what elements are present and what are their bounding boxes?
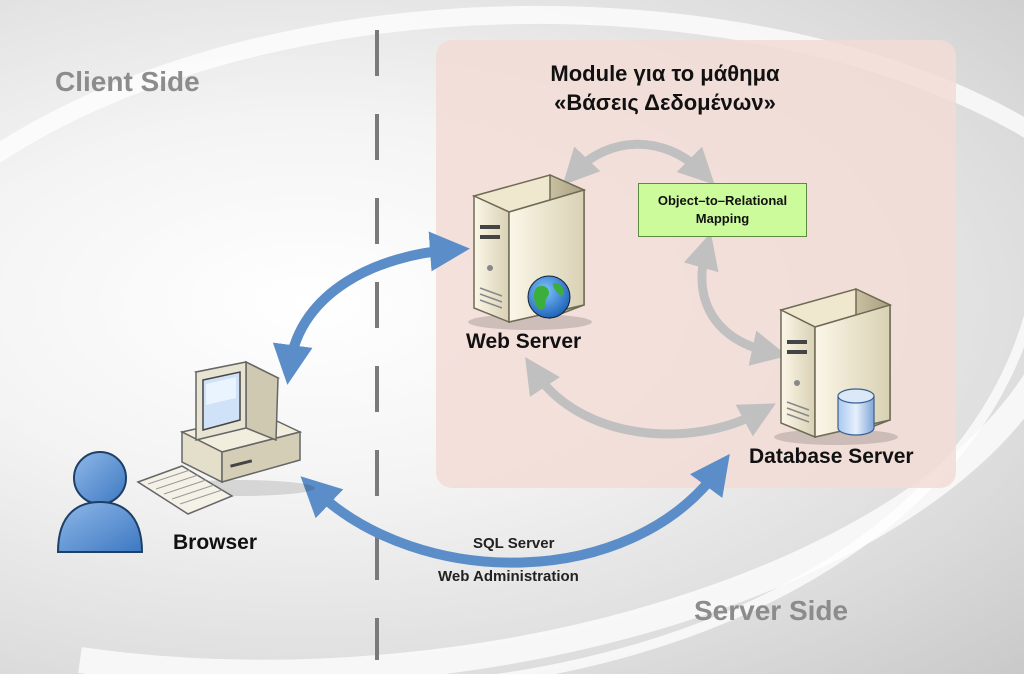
user-icon	[56, 451, 144, 553]
arrow-web-db	[525, 356, 776, 439]
database-cylinder-icon	[837, 388, 875, 436]
orm-box: Object–to–Relational Mapping	[638, 183, 807, 237]
arrow-browser-db	[300, 453, 730, 568]
arrow-orm-db	[683, 232, 788, 366]
arrow-title-orm	[562, 139, 715, 186]
globe-icon	[527, 275, 571, 319]
browser-label: Browser	[173, 531, 258, 554]
arrow-browser-web	[272, 231, 470, 385]
connection-label-line1: SQL Server	[473, 535, 555, 552]
module-title: Module για το μάθημα «Βάσεις Δεδομένων»	[505, 59, 825, 117]
orm-line1: Object–to–Relational	[657, 193, 788, 208]
module-title-line1: Module για το μάθημα	[550, 61, 780, 86]
keyboard-icon	[136, 465, 234, 515]
server-side-label: Server Side	[694, 595, 849, 626]
database-server-label: Database Server	[749, 445, 914, 468]
connection-label-line2: Web Administration	[438, 568, 579, 585]
web-server-label: Web Server	[466, 330, 582, 353]
client-side-label: Client Side	[55, 66, 200, 97]
orm-line2: Mapping	[695, 211, 750, 226]
database-server-icon	[774, 287, 898, 445]
computer-icon	[165, 360, 315, 496]
module-title-line2: «Βάσεις Δεδομένων»	[554, 90, 776, 115]
